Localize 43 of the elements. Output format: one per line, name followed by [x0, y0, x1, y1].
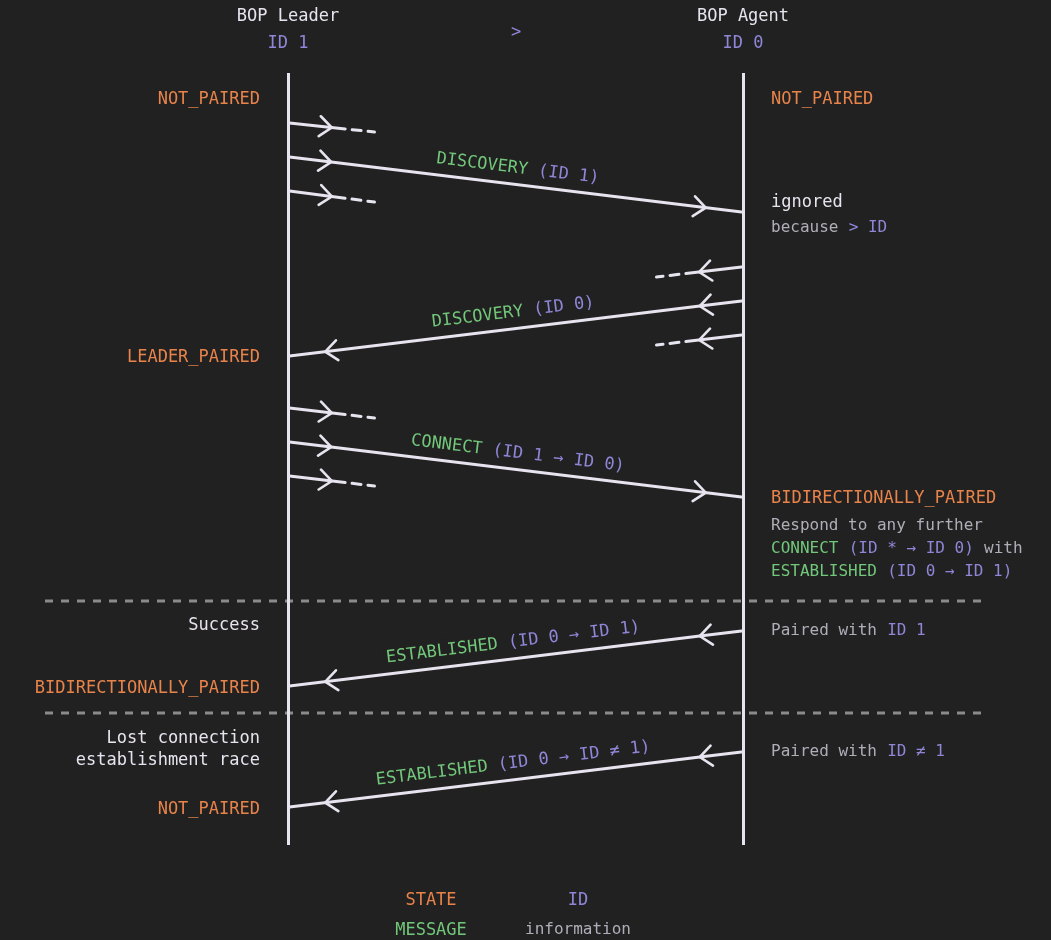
note-text: Paired with	[771, 619, 877, 641]
message-arrow	[288, 434, 743, 503]
outcome-text: Success	[188, 613, 260, 635]
note-text: Paired with	[771, 740, 877, 762]
participant-name: BOP Agent	[695, 4, 791, 27]
note-text: ID ≠ 1	[887, 740, 945, 762]
participant-id: ID 0	[721, 31, 765, 54]
participant-name: BOP Leader	[235, 4, 341, 27]
state-label: LEADER_PAIRED	[126, 345, 260, 367]
message-arrow	[288, 744, 743, 813]
state-label: BIDIRECTIONALLY_PAIRED	[771, 486, 997, 508]
state-label: NOT_PAIRED	[157, 797, 260, 819]
note-text: because	[771, 216, 839, 238]
message-arrow	[288, 623, 743, 692]
note-text: ID 1	[887, 619, 926, 641]
note-text: CONNECT	[771, 537, 839, 559]
message-arrow	[288, 149, 743, 218]
note-text: Respond to any further	[771, 514, 983, 536]
message-arrow	[288, 293, 743, 362]
note-text: ignored	[771, 190, 843, 212]
partial-message-arrow	[655, 259, 743, 282]
partial-message-arrow	[288, 183, 376, 207]
outcome-text: Lost connection establishment race	[74, 726, 260, 770]
partial-message-arrow	[288, 468, 376, 491]
state-label: NOT_PAIRED	[157, 87, 260, 109]
legend-text: information	[525, 918, 631, 940]
note-text: (ID 0 → ID 1)	[887, 560, 1013, 582]
partial-message-arrow	[288, 114, 376, 138]
legend-text: ID	[567, 888, 589, 910]
lifeline	[286, 73, 290, 845]
state-label: NOT_PAIRED	[771, 87, 874, 109]
lifeline	[741, 73, 745, 845]
comparison-sign: >	[510, 20, 522, 42]
legend-text: MESSAGE	[395, 918, 467, 940]
note-text: ESTABLISHED	[771, 560, 877, 582]
note-text: > ID	[848, 216, 888, 238]
partial-message-arrow	[288, 400, 376, 423]
note-text: with	[984, 537, 1023, 559]
partial-message-arrow	[655, 327, 743, 350]
state-label: BIDIRECTIONALLY_PAIRED	[34, 676, 260, 698]
note-text: (ID * → ID 0)	[848, 537, 974, 559]
participant-id: ID 1	[266, 31, 310, 54]
legend-text: STATE	[405, 888, 457, 910]
